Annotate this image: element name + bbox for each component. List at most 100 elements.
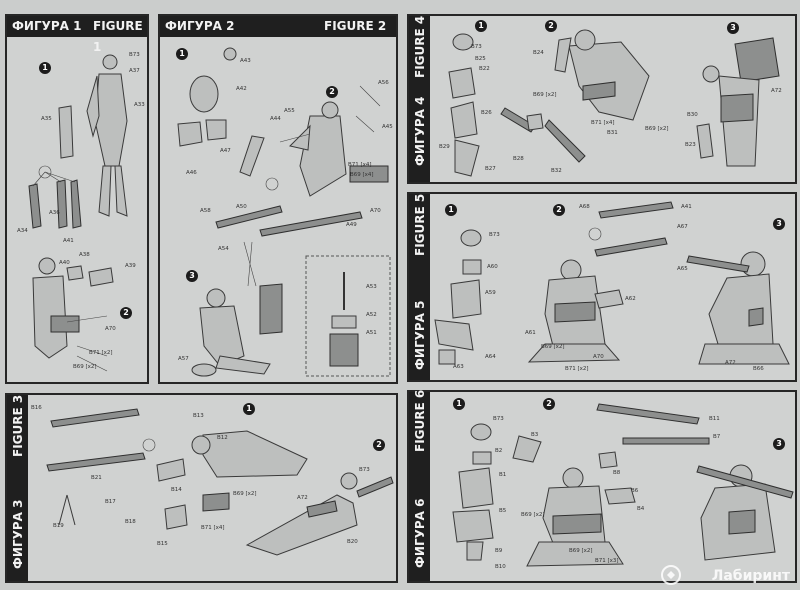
- panel-figure-5: FIGURE 5 ФИГУРА 5 1 2 3 B73 A60: [407, 192, 797, 382]
- part-label: A46: [186, 170, 197, 176]
- part-label: B73: [489, 232, 500, 238]
- part-label: A45: [382, 124, 393, 130]
- part-label: B31: [607, 130, 618, 136]
- part-label: A44: [270, 116, 281, 122]
- part-label: A33: [134, 102, 145, 108]
- part-label: B69 [x4]: [350, 172, 374, 178]
- part-label: B9: [495, 548, 503, 554]
- step-1-marker: 1: [176, 48, 188, 60]
- part-label: B10: [495, 564, 506, 570]
- figure-6-illustration: [452, 403, 794, 567]
- part-label: B8: [613, 470, 621, 476]
- title-ru: ФИГУРА 2: [165, 19, 235, 33]
- part-label: B26: [481, 110, 492, 116]
- step-1-marker: 1: [39, 62, 51, 74]
- part-label: B7: [713, 434, 721, 440]
- part-label: B14: [171, 487, 182, 493]
- part-label: A61: [525, 330, 536, 336]
- part-label: B13: [193, 413, 204, 419]
- figure-1-illustration: [28, 54, 128, 372]
- panel-figure-2: ФИГУРА 2 FIGURE 2 1 2 3: [158, 14, 398, 384]
- part-label: B6: [631, 488, 639, 494]
- part-label: B69 [x2]: [233, 491, 257, 497]
- part-label: B5: [499, 508, 507, 514]
- step-3-marker: 3: [773, 438, 785, 450]
- part-label: B69 [x2]: [73, 364, 97, 370]
- step-2-marker: 2: [545, 20, 557, 32]
- part-label: A63: [453, 364, 464, 370]
- panel-header: FIGURE 5 ФИГУРА 5: [409, 194, 430, 380]
- panel-header: FIGURE 4 ФИГУРА 4: [409, 16, 430, 182]
- panel-figure-6: FIGURE 6 ФИГУРА 6 1 2 3 B73 B2: [407, 390, 797, 583]
- step-2-marker: 2: [553, 204, 565, 216]
- part-label: A56: [378, 80, 389, 86]
- part-label: B73: [129, 52, 140, 58]
- labirint-logo-icon: [661, 565, 681, 585]
- part-label: A47: [220, 148, 231, 154]
- title-en: FIGURE 2: [324, 19, 387, 33]
- part-label: A70: [370, 208, 381, 214]
- part-label: A60: [487, 264, 498, 270]
- step-3-marker: 3: [727, 22, 739, 34]
- step-1-marker: 1: [453, 398, 465, 410]
- part-label: B71 [x2]: [89, 350, 113, 356]
- panel-header: ФИГУРА 1 FIGURE 1: [7, 16, 147, 54]
- part-label: B73: [359, 467, 370, 473]
- part-label: B69 [x2]: [569, 548, 593, 554]
- part-label: A58: [200, 208, 211, 214]
- part-label: B22: [479, 66, 490, 72]
- panel-header: ФИГУРА 2 FIGURE 2: [160, 16, 396, 37]
- part-label: B69 [x2]: [521, 512, 545, 518]
- part-label: A41: [681, 204, 692, 210]
- part-label: A54: [218, 246, 229, 252]
- part-label: A40: [59, 260, 70, 266]
- step-2-marker: 2: [326, 86, 338, 98]
- part-label: B73: [493, 416, 504, 422]
- part-label: B71 [x4]: [201, 525, 225, 531]
- part-label: B71 [x4]: [348, 162, 372, 168]
- part-label: B71 [x3]: [595, 558, 619, 564]
- part-label: A52: [366, 312, 377, 318]
- part-label: B1: [499, 472, 507, 478]
- part-label: A41: [63, 238, 74, 244]
- part-label: A43: [240, 58, 251, 64]
- part-label: B69 [x2]: [533, 92, 557, 98]
- panel-figure-4: FIGURE 4 ФИГУРА 4 1 2 3 B73 B25 B22 B24: [407, 14, 797, 184]
- part-label: A57: [178, 356, 189, 362]
- part-label: B15: [157, 541, 168, 547]
- part-label: A37: [129, 68, 140, 74]
- part-label: B3: [531, 432, 539, 438]
- watermark: Лабиринт: [711, 568, 790, 584]
- figure-2-illustration: [177, 47, 391, 377]
- part-label: A65: [677, 266, 688, 272]
- part-label: B16: [31, 405, 42, 411]
- part-label: A34: [17, 228, 28, 234]
- title-ru: ФИГУРА 1: [12, 19, 82, 33]
- step-2-marker: 2: [120, 307, 132, 319]
- part-label: B12: [217, 435, 228, 441]
- step-3-marker: 3: [186, 270, 198, 282]
- panel-figure-1: ФИГУРА 1 FIGURE 1 1 2 B73 A37: [5, 14, 149, 384]
- part-label: A55: [284, 108, 295, 114]
- part-label: B28: [513, 156, 524, 162]
- part-label: B71 [x4]: [591, 120, 615, 126]
- part-label: A53: [366, 284, 377, 290]
- part-label: B66: [753, 366, 764, 372]
- part-label: A64: [485, 354, 496, 360]
- part-label: A59: [485, 290, 496, 296]
- part-label: A35: [41, 116, 52, 122]
- part-label: B21: [91, 475, 102, 481]
- part-label: B27: [485, 166, 496, 172]
- part-label: A70: [105, 326, 116, 332]
- part-label: A68: [579, 204, 590, 210]
- figure-5-illustration: [434, 201, 790, 365]
- part-label: A72: [297, 495, 308, 501]
- part-label: B19: [53, 523, 64, 529]
- part-label: B69 [x2]: [541, 344, 565, 350]
- part-label: B30: [687, 112, 698, 118]
- part-label: A70: [593, 354, 604, 360]
- part-label: B23: [685, 142, 696, 148]
- part-label: A42: [236, 86, 247, 92]
- part-label: B25: [475, 56, 486, 62]
